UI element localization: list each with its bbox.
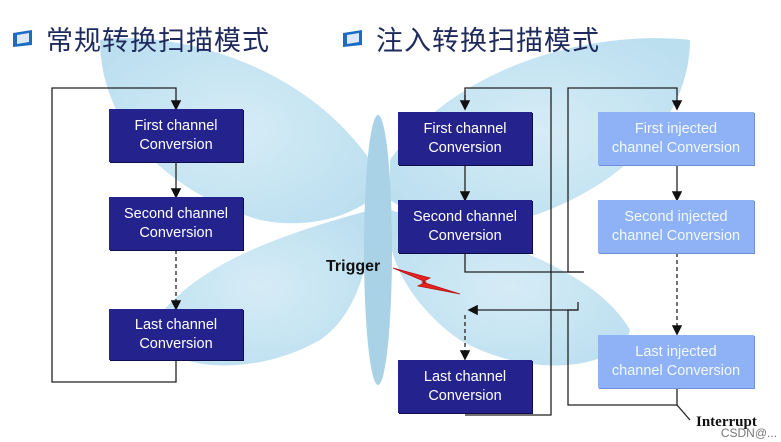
heading-injected-text: 注入转换扫描模式 [376, 25, 600, 57]
heading-injected-scan: 注入转换扫描模式 [340, 18, 600, 58]
regular-last-channel-label: Last channel Conversion [134, 316, 218, 352]
inj-mode-last-channel-box: Last channel Conversion [398, 360, 532, 413]
regular-second-channel-box: Second channel Conversion [109, 197, 243, 250]
slide-bullet-icon [343, 30, 362, 47]
butterfly-body [364, 115, 392, 385]
interrupt-label: Interrupt [696, 414, 757, 430]
first-injected-channel-box: First injected channel Conversion [598, 112, 754, 165]
inj-mode-last-channel-label: Last channel Conversion [423, 368, 507, 404]
heading-regular-scan: 常规转换扫描模式 [10, 18, 270, 58]
second-injected-channel-label: Second injected channel Conversion [611, 208, 741, 244]
heading-regular-text: 常规转换扫描模式 [46, 25, 270, 57]
slide-bullet-icon [13, 30, 32, 47]
regular-first-channel-box: First channel Conversion [109, 109, 243, 162]
first-injected-channel-label: First injected channel Conversion [611, 120, 741, 156]
regular-last-channel-box: Last channel Conversion [109, 309, 243, 360]
inj-mode-second-channel-box: Second channel Conversion [398, 200, 532, 253]
inj-mode-second-channel-label: Second channel Conversion [413, 208, 517, 244]
inj-mode-first-channel-box: First channel Conversion [398, 112, 532, 165]
watermark: CSDN@... [720, 426, 777, 440]
regular-first-channel-label: First channel Conversion [134, 117, 218, 153]
second-injected-channel-box: Second injected channel Conversion [598, 200, 754, 253]
last-injected-channel-label: Last injected channel Conversion [611, 343, 741, 379]
regular-second-channel-label: Second channel Conversion [124, 205, 228, 241]
trigger-label: Trigger [326, 258, 381, 275]
inj-mode-first-channel-label: First channel Conversion [423, 120, 507, 156]
last-injected-channel-box: Last injected channel Conversion [598, 335, 754, 388]
